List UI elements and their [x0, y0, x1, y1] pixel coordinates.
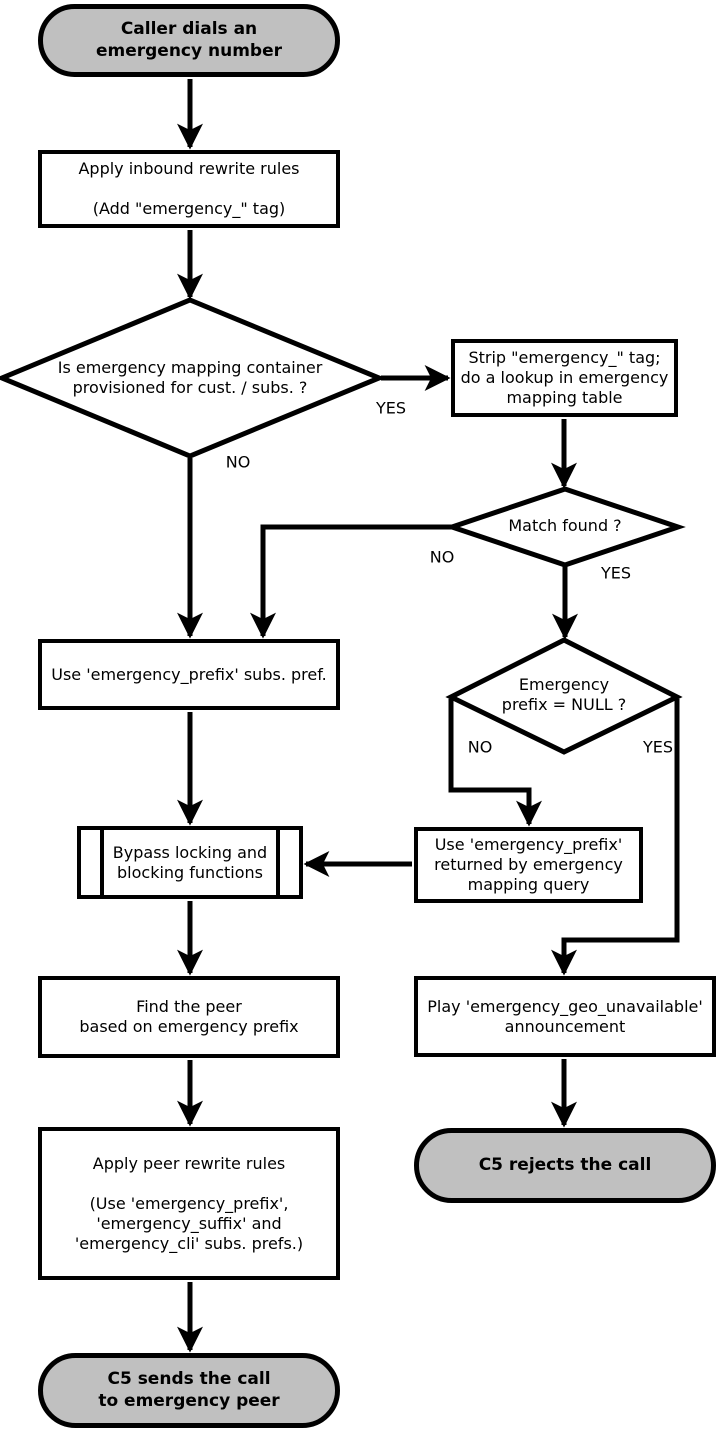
edge-null-no-to-use-returned — [448, 699, 542, 827]
terminal-send: C5 sends the call to emergency peer — [38, 1353, 340, 1428]
edge-label-container-yes: YES — [375, 398, 407, 418]
process-inbound-rewrite: Apply inbound rewrite rules (Add "emerge… — [38, 150, 340, 228]
decision-container-shape — [0, 297, 386, 459]
process-play-announcement: Play 'emergency_geo_unavailable' announc… — [414, 976, 716, 1057]
terminal-start: Caller dials an emergency number — [38, 4, 340, 77]
process-use-returned-prefix: Use 'emergency_prefix' returned by emerg… — [414, 827, 643, 903]
edge-label-null-no: NO — [467, 737, 493, 757]
edge-label-null-yes: YES — [642, 737, 674, 757]
edge-label-match-yes: YES — [600, 563, 632, 583]
edge-label-match-no: NO — [429, 547, 455, 567]
decision-null-label: Emergency prefix = NULL ? — [501, 675, 627, 714]
process-find-peer: Find the peer based on emergency prefix — [38, 976, 340, 1058]
terminal-reject: C5 rejects the call — [414, 1128, 716, 1203]
edge-match-no-to-use-subs — [250, 524, 452, 639]
decision-match-label: Match found ? — [508, 516, 622, 535]
decision-match-shape — [444, 486, 686, 568]
process-peer-rewrite: Apply peer rewrite rules (Use 'emergency… — [38, 1127, 340, 1280]
edge-label-container-no: NO — [225, 452, 251, 472]
edge-null-yes-to-play — [551, 699, 680, 976]
decision-container-label: Is emergency mapping container provision… — [57, 358, 323, 397]
decision-null-shape — [445, 637, 683, 755]
predefined-bypass-locking: Bypass locking and blocking functions — [77, 826, 303, 899]
process-strip-lookup: Strip "emergency_" tag; do a lookup in e… — [451, 339, 678, 417]
process-use-subs-pref: Use 'emergency_prefix' subs. pref. — [38, 639, 340, 710]
